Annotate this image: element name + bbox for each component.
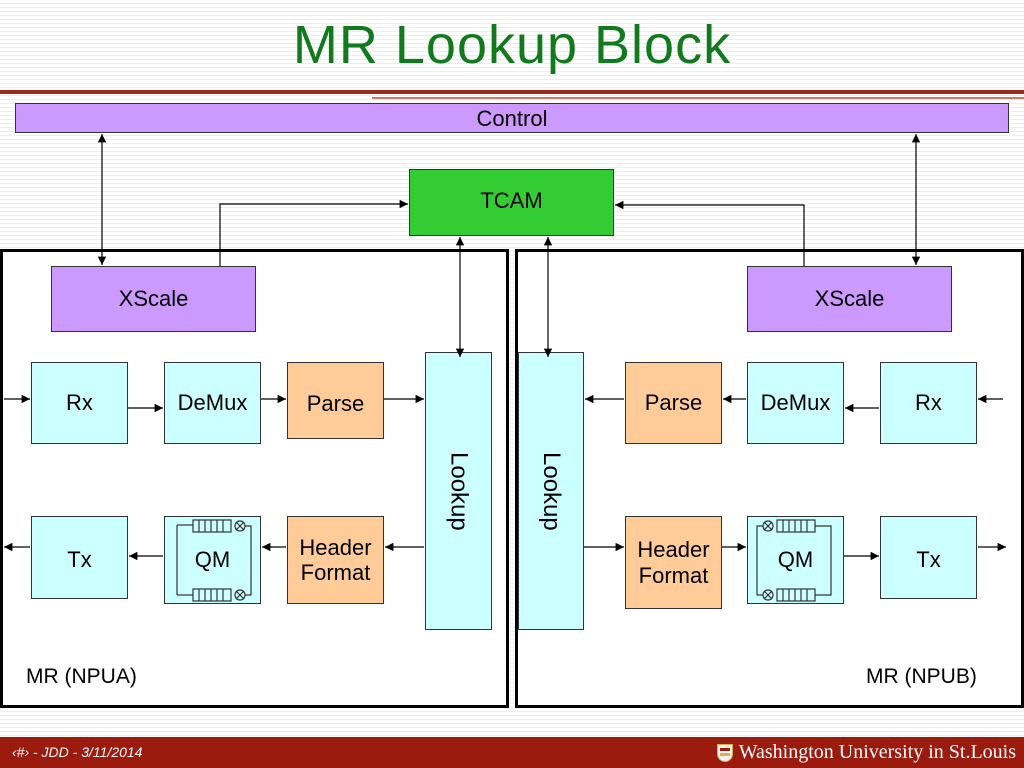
npua-rx-label: Rx xyxy=(66,390,93,416)
npua-label: MR (NPUA) xyxy=(26,665,137,688)
npub-lookup-label: Lookup xyxy=(537,451,565,531)
npua-rx-block: Rx xyxy=(31,362,128,444)
npua-queue-icon xyxy=(176,519,252,602)
npub-demux-label: DeMux xyxy=(760,390,831,416)
tcam-label: TCAM xyxy=(480,188,543,213)
npub-parse-block: Parse xyxy=(625,362,722,444)
npub-tx-label: Tx xyxy=(916,547,941,572)
npua-parse-label: Parse xyxy=(306,391,365,416)
npub-qm-label: QM xyxy=(777,547,814,573)
npub-xscale-block: XScale xyxy=(747,266,952,332)
npua-demux-block: DeMux xyxy=(164,362,261,444)
npua-xscale-label: XScale xyxy=(118,286,189,312)
npua-tx-label: Tx xyxy=(67,547,92,572)
npua-tx-block: Tx xyxy=(31,516,128,599)
control-label: Control xyxy=(476,106,548,131)
control-block: Control xyxy=(15,103,1009,133)
npua-demux-label: DeMux xyxy=(177,390,248,416)
npua-header-format-label: Header Format xyxy=(299,534,372,585)
university-crest-icon xyxy=(716,743,733,762)
university-name: Washington University in St.Louis xyxy=(738,741,1016,763)
npua-qm-block: QM xyxy=(164,516,261,604)
npub-header-format-block: Header Format xyxy=(625,516,722,609)
npub-header-format-label: Header Format xyxy=(637,537,710,588)
npua-lookup-block: Lookup xyxy=(425,352,492,630)
xscale-b-tcam-arrow xyxy=(615,200,805,266)
npub-parse-label: Parse xyxy=(644,390,703,416)
npub-lookup-block: Lookup xyxy=(518,352,584,630)
npua-parse-block: Parse xyxy=(287,362,384,439)
npub-queue-icon xyxy=(756,519,832,602)
npub-demux-block: DeMux xyxy=(747,362,844,444)
title-rule xyxy=(0,90,1024,94)
npua-header-format-block: Header Format xyxy=(287,516,384,604)
slide-title: MR Lookup Block xyxy=(292,15,732,75)
footer-slide-info: ‹#› - JDD - 3/11/2014 xyxy=(12,744,143,760)
npub-qm-block: QM xyxy=(747,516,844,604)
npub-rx-label: Rx xyxy=(915,390,942,416)
npub-tx-block: Tx xyxy=(880,516,977,599)
npub-label: MR (NPUB) xyxy=(866,665,977,688)
university-logo: Washington University in St.Louis xyxy=(716,741,1016,764)
npua-lookup-label: Lookup xyxy=(445,451,473,531)
npua-qm-label: QM xyxy=(194,547,231,573)
npub-xscale-label: XScale xyxy=(814,286,885,312)
npua-xscale-block: XScale xyxy=(51,266,256,332)
footer-bar: ‹#› - JDD - 3/11/2014 Washington Univers… xyxy=(0,737,1024,768)
xscale-a-tcam-arrow xyxy=(219,199,408,266)
npub-rx-block: Rx xyxy=(880,362,977,444)
title-rule-thin xyxy=(372,97,1024,99)
tcam-block: TCAM xyxy=(409,169,614,236)
